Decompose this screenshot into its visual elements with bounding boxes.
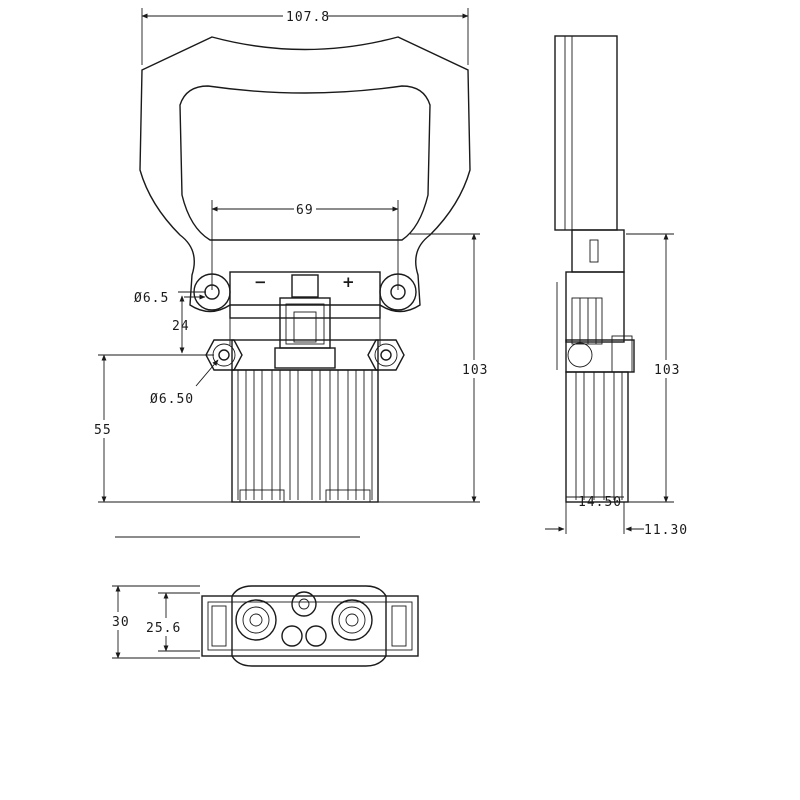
mount-boss-left	[205, 339, 243, 371]
side-dim-depth-a: 14.50	[578, 495, 622, 510]
housing-top	[229, 271, 381, 319]
pin-aux-left	[281, 625, 303, 647]
handle-inner	[179, 85, 431, 241]
dim-overall-width: 107.8	[286, 10, 330, 25]
latch-base	[274, 347, 336, 369]
side-handle	[554, 35, 618, 231]
mount-hole-left	[218, 349, 230, 361]
side-dim-height: 103	[654, 363, 680, 378]
pin-left	[235, 599, 277, 641]
pin-aux-right	[305, 625, 327, 647]
bottom-view: 30 25.6	[110, 585, 419, 667]
center-latch-outer	[291, 274, 319, 298]
side-dim-depth-b: 11.30	[644, 523, 688, 538]
front-view: − + 107.8 69 Ø6.5 24 Ø6.50 55	[92, 8, 490, 538]
lower-body	[231, 369, 379, 503]
bottom-outline	[201, 595, 419, 657]
mount-boss-right	[367, 339, 405, 371]
bottom-center-body	[231, 585, 387, 667]
side-view: 103 14.50 11.30	[545, 35, 688, 538]
dim-total-height: 103	[462, 363, 488, 378]
pin-right	[331, 599, 373, 641]
bottom-dim-inner-width: 25.6	[146, 621, 181, 636]
minus-symbol: −	[254, 273, 267, 291]
dim-mount-height: 55	[94, 423, 112, 438]
bottom-dim-width: 30	[112, 615, 130, 630]
mount-hole-right	[380, 349, 392, 361]
pin-aux-top	[291, 591, 317, 617]
dim-hole-offset: 24	[172, 319, 190, 334]
dim-handle-hole-dia: Ø6.5	[134, 291, 169, 306]
side-body-lower	[565, 371, 629, 503]
plus-symbol: +	[342, 273, 355, 291]
dim-pin-spacing: 69	[296, 203, 314, 218]
side-body-top	[565, 271, 625, 343]
mount-flange	[231, 339, 379, 371]
dim-mount-hole-dia: Ø6.50	[150, 392, 194, 407]
side-flange	[565, 339, 635, 373]
handle-outer	[139, 36, 471, 313]
